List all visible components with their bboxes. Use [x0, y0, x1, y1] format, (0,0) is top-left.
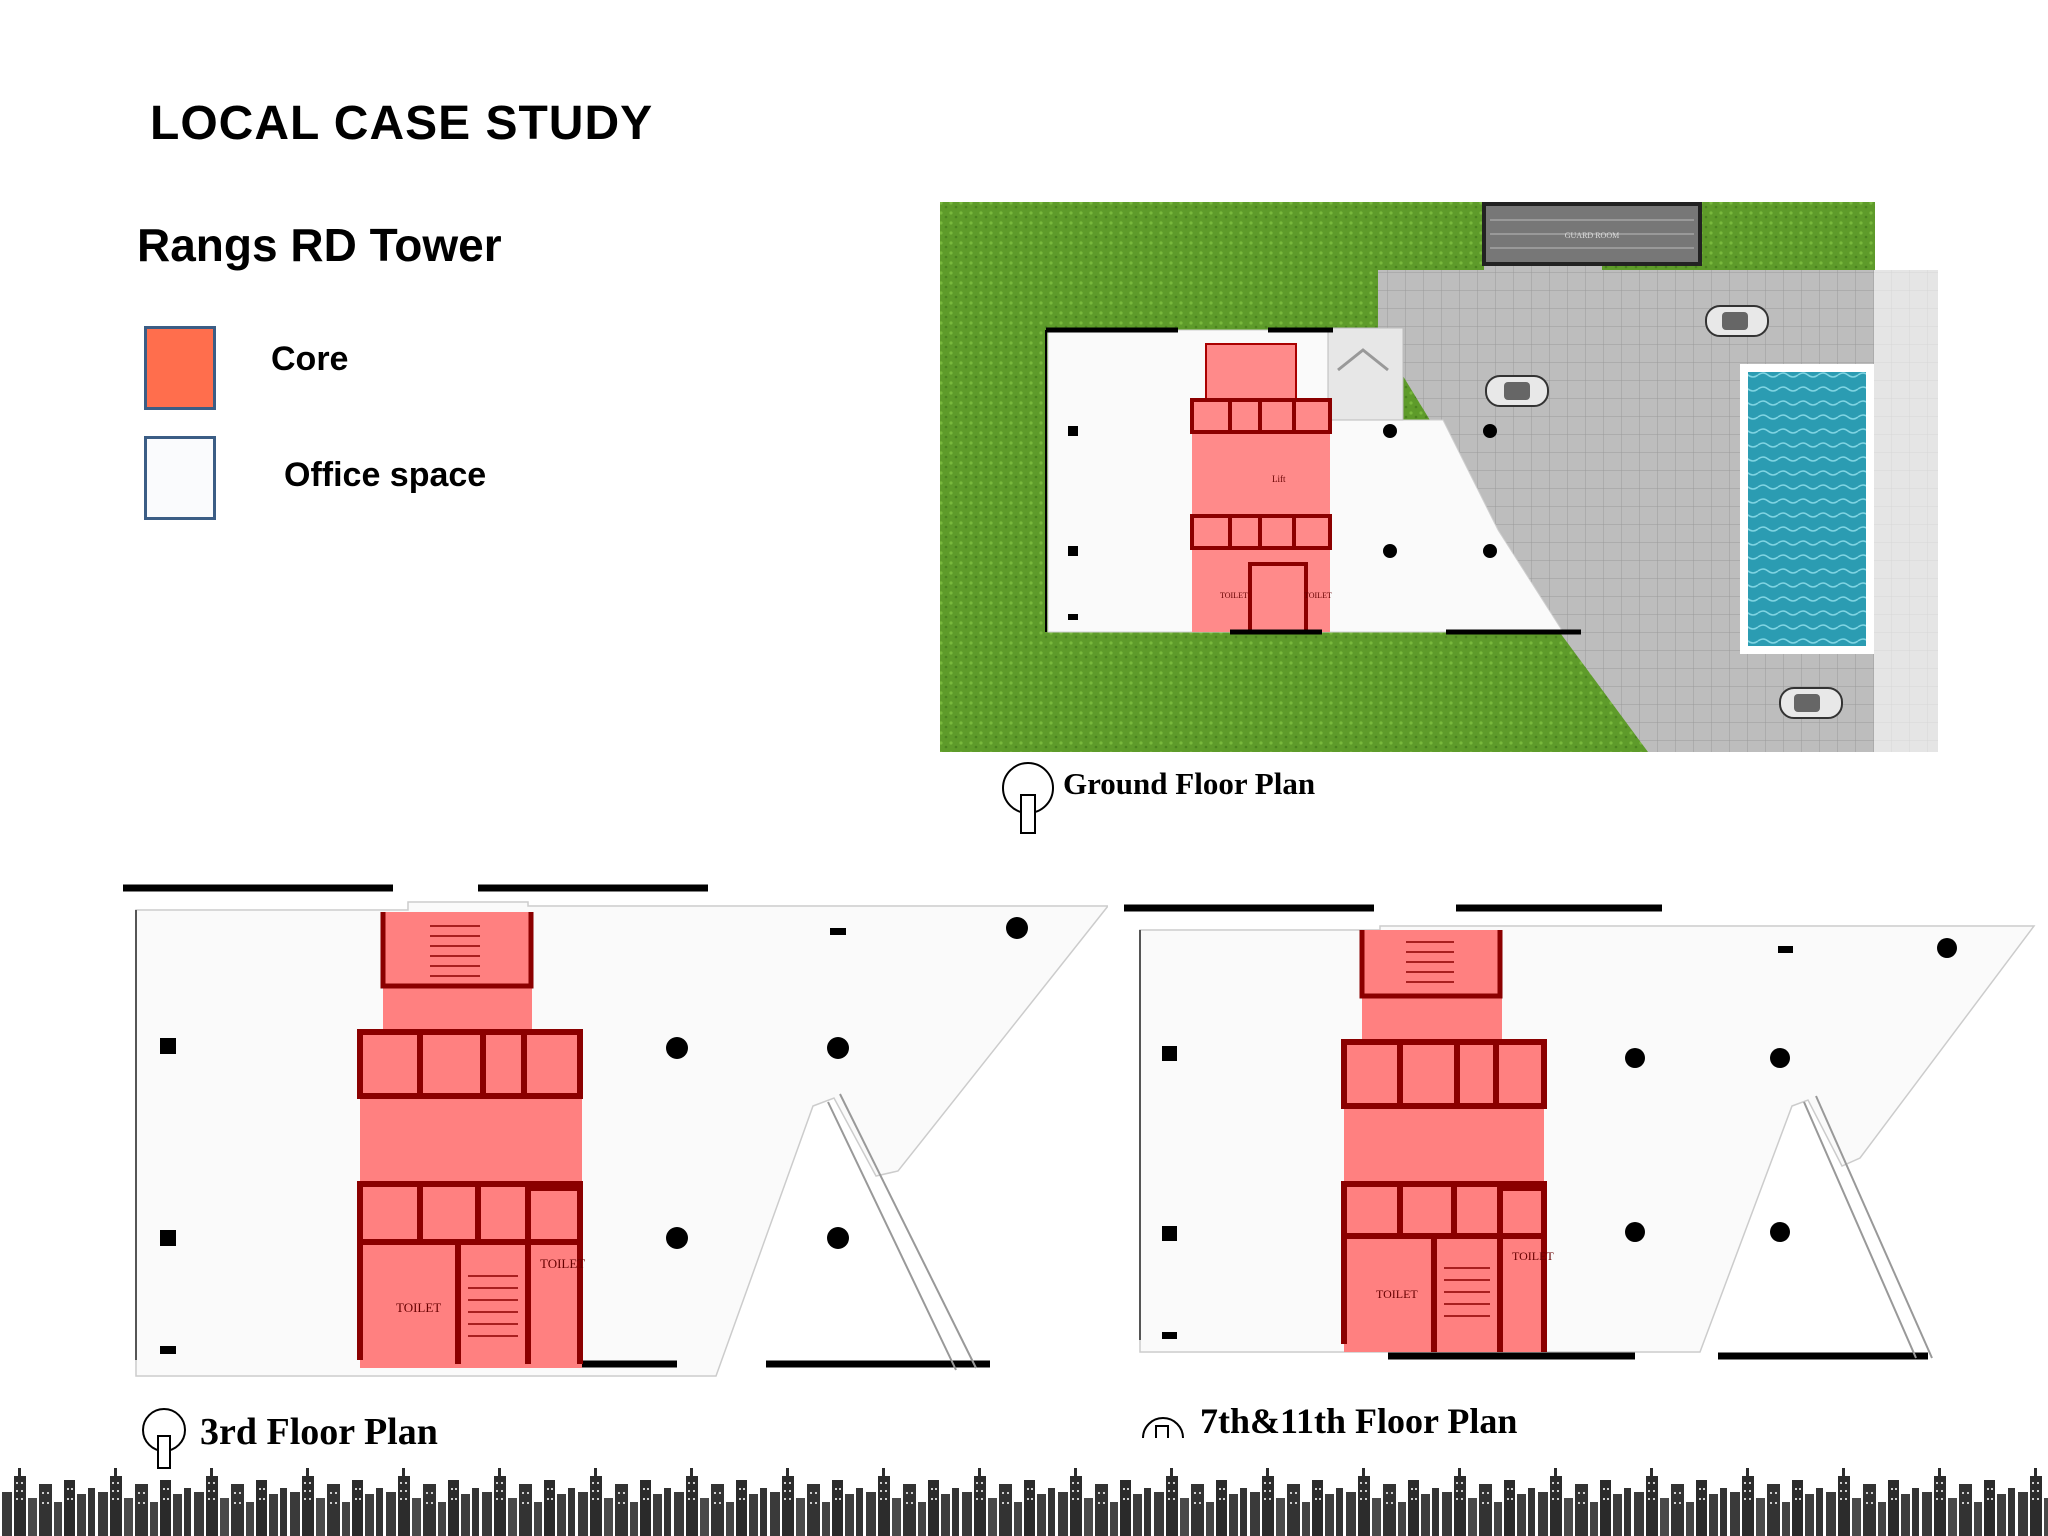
seventh-floor-plan: TOILET TOILET [1124, 904, 2036, 1360]
seventh-toilet-left: TOILET [1376, 1287, 1418, 1301]
core-seventh: TOILET TOILET [1341, 930, 1554, 1352]
ground-floor-plan-label: Ground Floor Plan [1063, 766, 1316, 801]
car-icon [1779, 687, 1843, 719]
legend: Core Office space [144, 326, 564, 526]
page-title: LOCAL CASE STUDY [150, 97, 654, 150]
car-icon [1485, 375, 1549, 407]
legend-swatch-core [144, 326, 216, 410]
gate-label: GUARD ROOM [1565, 231, 1619, 240]
seventh-floor-plan-label: 7th&11th Floor Plan [1200, 1401, 1518, 1441]
north-arrow-icon [1002, 762, 1054, 834]
ground-lift: Lift [1272, 474, 1286, 484]
third-floor-plan-label: 3rd Floor Plan [200, 1411, 438, 1453]
third-floor-outline [135, 901, 1108, 1377]
legend-label-core: Core [271, 340, 349, 378]
building-name: Rangs RD Tower [137, 219, 502, 271]
north-arrow-icon [142, 1408, 186, 1469]
core-third: TOILET TOILET [357, 912, 585, 1368]
ground-floor-plan: GUARD ROOM TOILET TOILET Lift [940, 202, 1938, 752]
third-toilet-left: TOILET [396, 1300, 441, 1315]
third-toilet-right: TOILET [540, 1256, 585, 1271]
skyline-decoration [0, 1462, 2048, 1536]
third-floor-plan: TOILET TOILET [123, 884, 1108, 1377]
seventh-floor-outline [1139, 925, 2036, 1353]
legend-swatch-office [144, 436, 216, 520]
north-arrow-icon [1142, 1417, 1184, 1438]
core-ground: TOILET TOILET Lift [1190, 343, 1332, 634]
ground-toilet-right: TOILET [1304, 591, 1332, 600]
ground-toilet-left: TOILET [1220, 591, 1248, 600]
legend-label-office: Office space [284, 456, 487, 494]
seventh-toilet-right: TOILET [1512, 1249, 1554, 1263]
car-icon [1705, 305, 1769, 337]
